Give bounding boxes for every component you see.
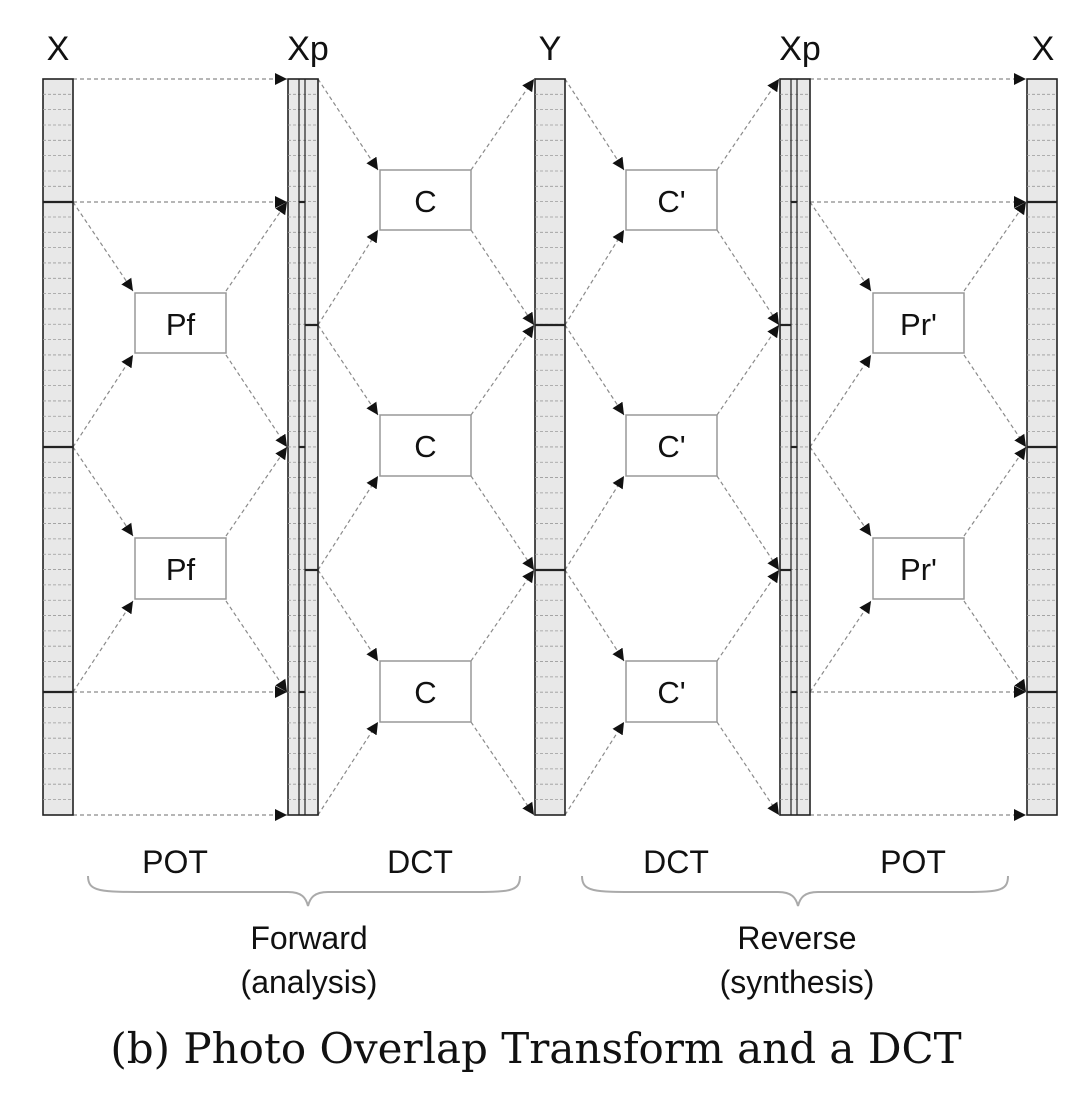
pf-block-1: Pf xyxy=(134,292,227,354)
transform-diagram: X Xp Y Xp X Pf Pf C C C C' xyxy=(42,30,1058,1000)
dashed-arrow xyxy=(716,78,780,171)
group-reverse-title: Reverse xyxy=(737,920,856,956)
stage-pot-reverse: POT xyxy=(880,844,946,880)
dashed-arrow xyxy=(317,78,379,171)
c-block-label: C xyxy=(414,675,436,710)
pr-prime-block-label: Pr' xyxy=(900,552,937,587)
dashed-arrow xyxy=(809,446,872,537)
label-x-input: X xyxy=(47,30,70,68)
dashed-arrow xyxy=(809,201,872,292)
dashed-arrow xyxy=(470,475,535,571)
pr-prime-block-2: Pr' xyxy=(872,537,965,600)
dashed-arrow xyxy=(809,354,872,448)
dashed-arrow xyxy=(72,446,134,537)
dashed-arrow xyxy=(963,446,1027,537)
figure-caption: (b) Photo Overlap Transform and a DCT xyxy=(110,1024,962,1073)
dashed-arrow xyxy=(716,475,780,571)
c-block-1: C xyxy=(379,169,472,231)
label-xp-reverse: Xp xyxy=(779,30,821,68)
c-prime-block-2: C' xyxy=(625,414,718,477)
c-prime-block-3: C' xyxy=(625,660,718,723)
dashed-arrow xyxy=(225,446,288,537)
dashed-arrow xyxy=(564,324,625,416)
dashed-arrow xyxy=(716,569,780,662)
pf-block-2: Pf xyxy=(134,537,227,600)
brace-reverse xyxy=(581,875,1009,907)
dashed-arrow xyxy=(716,229,780,326)
c-prime-block-label: C' xyxy=(657,184,685,219)
dashed-arrow xyxy=(72,201,134,292)
group-reverse-subtitle: (synthesis) xyxy=(720,964,875,1000)
dashed-arrow xyxy=(564,475,625,571)
dashed-arrow xyxy=(716,324,780,416)
pr-prime-block-1: Pr' xyxy=(872,292,965,354)
c-block-2: C xyxy=(379,414,472,477)
dashed-arrow xyxy=(470,324,535,416)
stage-dct-reverse: DCT xyxy=(643,844,709,880)
stage-pot-forward: POT xyxy=(142,844,208,880)
dashed-arrow xyxy=(470,721,535,816)
dashed-arrow xyxy=(963,201,1027,292)
dashed-arrow xyxy=(317,324,379,416)
dashed-arrow xyxy=(225,354,288,448)
brace-forward xyxy=(87,875,521,907)
vector-xp-reverse xyxy=(779,78,811,816)
dashed-arrow xyxy=(963,600,1027,693)
dashed-arrow xyxy=(564,721,625,816)
stage-dct-forward: DCT xyxy=(387,844,453,880)
c-block-3: C xyxy=(379,660,472,723)
dashed-arrow xyxy=(317,229,379,326)
dashed-arrow xyxy=(809,600,872,693)
dashed-arrow xyxy=(225,201,288,292)
dashed-arrow xyxy=(470,78,535,171)
dashed-arrow xyxy=(963,354,1027,448)
c-prime-block-label: C' xyxy=(657,429,685,464)
c-block-label: C xyxy=(414,429,436,464)
c-block-label: C xyxy=(414,184,436,219)
c-prime-block-1: C' xyxy=(625,169,718,231)
pr-prime-block-label: Pr' xyxy=(900,307,937,342)
dashed-arrow xyxy=(564,229,625,326)
dashed-arrow xyxy=(564,569,625,662)
dashed-arrow xyxy=(564,78,625,171)
arrow-connections xyxy=(72,73,1027,821)
group-forward-title: Forward xyxy=(250,920,367,956)
dashed-arrow xyxy=(470,569,535,662)
vector-x-input xyxy=(42,78,74,816)
dashed-arrow xyxy=(317,475,379,571)
dashed-arrow xyxy=(317,721,379,816)
label-y: Y xyxy=(539,30,562,68)
dashed-arrow xyxy=(72,600,134,693)
dashed-arrow xyxy=(716,721,780,816)
pf-block-label: Pf xyxy=(166,307,196,342)
dashed-arrow xyxy=(225,600,288,693)
dashed-arrow xyxy=(470,229,535,326)
pf-block-label: Pf xyxy=(166,552,196,587)
c-prime-block-label: C' xyxy=(657,675,685,710)
vector-y xyxy=(534,78,566,816)
dashed-arrow xyxy=(72,354,134,448)
vector-xp-forward xyxy=(287,78,319,816)
label-xp-forward: Xp xyxy=(287,30,329,68)
vector-x-output xyxy=(1026,78,1058,816)
group-forward-subtitle: (analysis) xyxy=(241,964,378,1000)
label-x-output: X xyxy=(1032,30,1055,68)
dashed-arrow xyxy=(317,569,379,662)
